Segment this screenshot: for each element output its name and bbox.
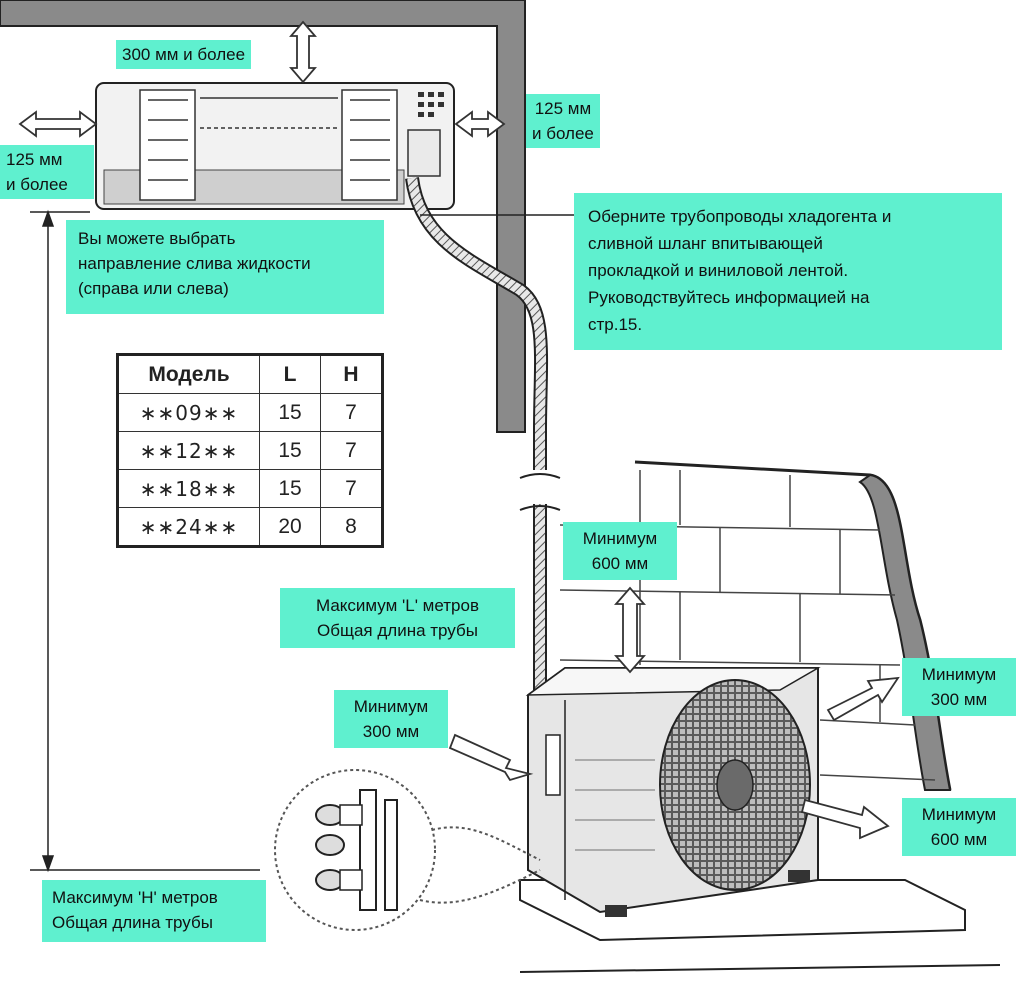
min-600-front-label: Минимум 600 мм	[902, 798, 1016, 856]
table-row: ∗∗09∗∗ 15 7	[117, 393, 383, 432]
height-dimension-line	[30, 209, 260, 873]
valve-detail-icon	[274, 769, 541, 931]
table-cell-h: 7	[320, 393, 383, 432]
table-cell-l: 15	[259, 431, 321, 470]
table-header-model: Модель	[117, 354, 260, 394]
table-cell-h: 8	[320, 507, 383, 547]
model-table: Модель L H ∗∗09∗∗ 15 7 ∗∗12∗∗ 15 7 ∗∗18∗…	[116, 353, 384, 548]
table-row: ∗∗24∗∗ 20 8	[117, 507, 383, 547]
single-arrow-icon	[448, 676, 900, 840]
double-arrow-icon	[18, 20, 646, 674]
min-600-top-label: Минимум 600 мм	[563, 522, 677, 580]
room-wall	[0, 0, 526, 433]
table-cell-model: ∗∗18∗∗	[117, 469, 260, 508]
right-clearance-label: 125 мм и более	[526, 94, 600, 148]
drain-direction-label: Вы можете выбрать направление слива жидк…	[66, 220, 384, 314]
table-cell-h: 7	[320, 431, 383, 470]
top-clearance-label: 300 мм и более	[116, 40, 252, 69]
table-cell-l: 15	[259, 393, 321, 432]
outdoor-unit-icon	[525, 667, 821, 917]
max-l-label: Максимум 'L' метров Общая длина трубы	[280, 588, 515, 648]
table-row: ∗∗12∗∗ 15 7	[117, 431, 383, 470]
min-300-right-label: Минимум 300 мм	[902, 658, 1016, 716]
table-header-row: Модель L H	[117, 354, 383, 394]
table-cell-model: ∗∗12∗∗	[117, 431, 260, 470]
table-cell-l: 15	[259, 469, 321, 508]
indoor-unit-icon	[95, 82, 455, 210]
min-300-left-label: Минимум 300 мм	[334, 690, 448, 748]
table-header-h: H	[320, 354, 383, 394]
wrap-pipes-label: Оберните трубопроводы хладогента и сливн…	[574, 193, 1002, 350]
table-cell-model: ∗∗24∗∗	[117, 507, 260, 547]
max-h-label: Максимум 'H' метров Общая длина трубы	[42, 880, 266, 942]
table-header-l: L	[259, 354, 321, 394]
table-row: ∗∗18∗∗ 15 7	[117, 469, 383, 508]
table-cell-h: 7	[320, 469, 383, 508]
table-cell-model: ∗∗09∗∗	[117, 393, 260, 432]
table-cell-l: 20	[259, 507, 321, 547]
left-clearance-label: 125 мм и более	[0, 145, 94, 199]
